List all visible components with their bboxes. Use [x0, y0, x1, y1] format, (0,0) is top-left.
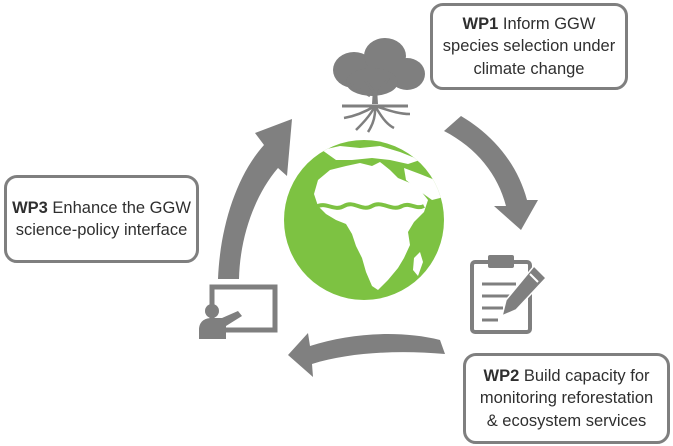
wp1-line2: species selection under: [442, 37, 616, 56]
wp3-line2: science-policy interface: [15, 221, 188, 239]
wp1-text: WP1 Inform GGW species selection under c…: [443, 13, 615, 80]
wp3-box: WP3 Enhance the GGW science-policy inter…: [4, 175, 199, 263]
wp1-line1: Inform GGW: [498, 15, 596, 34]
wp2-line1: Build capacity for: [519, 367, 650, 386]
wp3-line1: Enhance the GGW: [47, 198, 191, 217]
madagascar: [413, 252, 423, 276]
green-wall-line: [314, 202, 425, 210]
wp2-line3: & ecosystem services: [486, 411, 647, 430]
wp3-code: WP3: [12, 198, 48, 217]
wp2-text: WP2 Build capacity for monitoring refore…: [480, 365, 653, 432]
arrow-wp1-to-wp2: [444, 116, 538, 230]
wp2-line2: monitoring reforestation: [479, 389, 654, 408]
clipboard-pencil-icon: [470, 255, 548, 334]
tree-icon: [333, 38, 425, 133]
africa-globe-icon: [284, 140, 444, 300]
africa-continent: [314, 162, 428, 290]
wp1-box: WP1 Inform GGW species selection under c…: [430, 3, 628, 90]
wp2-box: WP2 Build capacity for monitoring refore…: [463, 353, 670, 444]
wp3-text: WP3 Enhance the GGW science-policy inter…: [12, 197, 191, 242]
wp1-code: WP1: [462, 15, 499, 34]
arrow-wp3-to-wp1: [218, 119, 292, 279]
arrow-wp2-to-wp3: [288, 333, 445, 377]
wp2-code: WP2: [483, 367, 520, 386]
wp1-line3: climate change: [473, 59, 585, 78]
arabia: [404, 168, 444, 200]
europe-edge: [322, 146, 420, 164]
presentation-board-icon: [199, 284, 278, 339]
